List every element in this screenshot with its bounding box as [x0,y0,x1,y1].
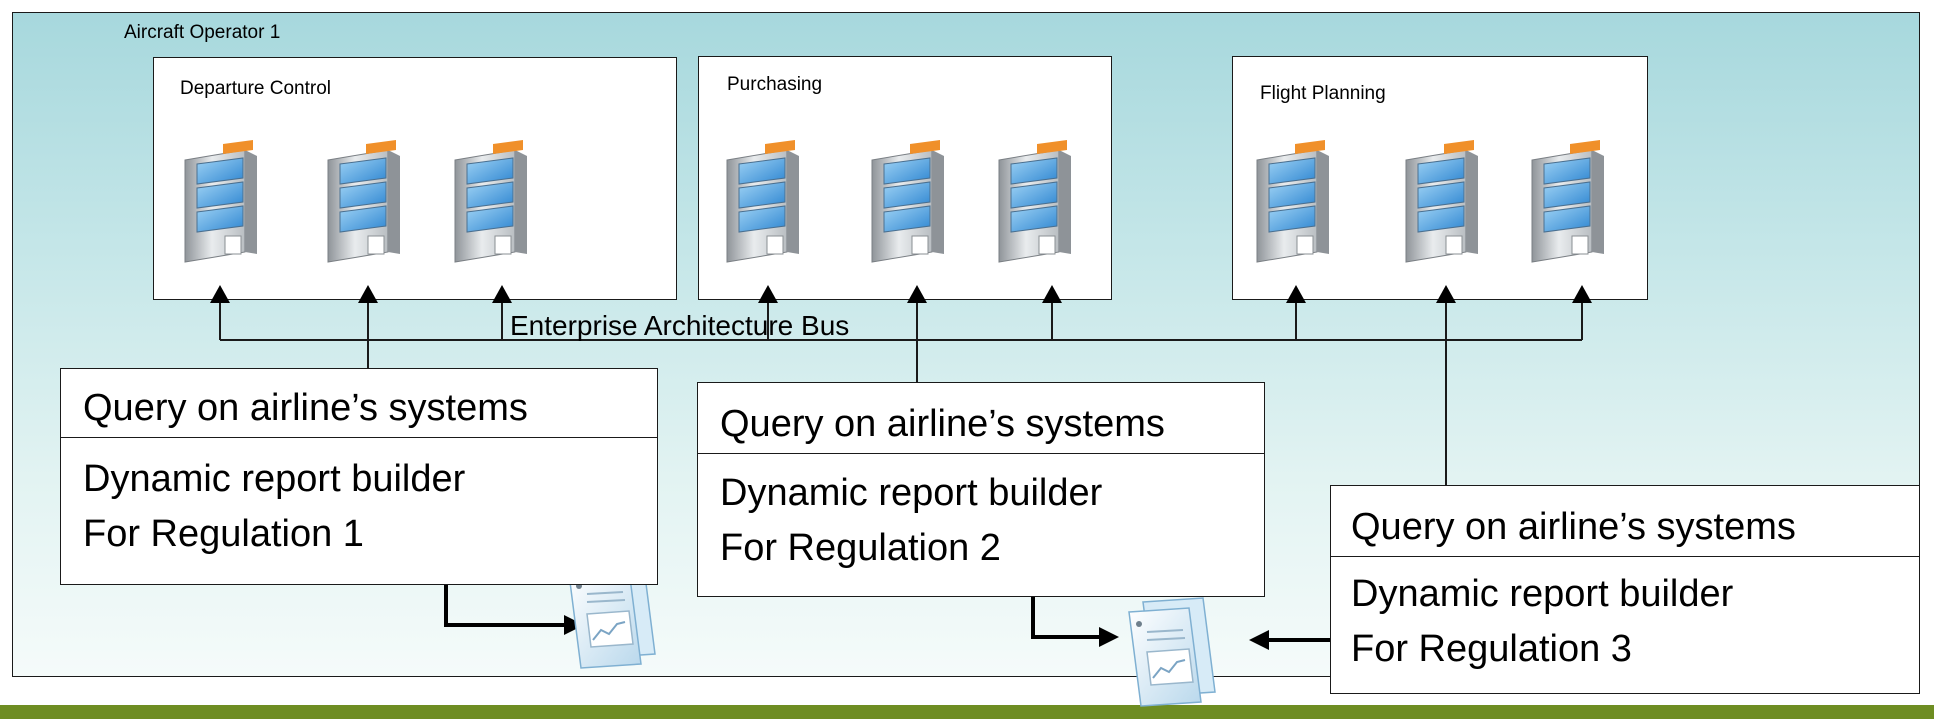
report-document-icon [1128,597,1216,707]
bus-label: Enterprise Architecture Bus [510,310,850,341]
report-builder-line1: Dynamic report builder [83,458,466,500]
query-text: Query on airline’s systems [83,387,528,429]
report-builder-box-2: Dynamic report builder For Regulation 2 [697,453,1265,597]
query-text: Query on airline’s systems [720,403,1165,445]
footer-bar [0,705,1934,719]
footer-divider [0,697,1934,705]
report-builder-box-1: Dynamic report builder For Regulation 1 [60,437,658,585]
report-builder-line2: For Regulation 2 [720,527,1001,569]
output-arrows [444,585,1330,642]
server-icon [871,139,945,263]
output-arrowheads [564,615,1269,650]
department-label: Purchasing [727,74,823,95]
department-label: Flight Planning [1260,83,1386,104]
report-builder-line2: For Regulation 3 [1351,628,1632,670]
report-builder-line1: Dynamic report builder [720,472,1103,514]
server-icon [726,139,800,263]
query-text: Query on airline’s systems [1351,506,1796,548]
arrowheads [210,285,1592,303]
server-icon [1405,139,1479,263]
server-icon [998,139,1072,263]
server-icon [1531,139,1605,263]
bus-line [219,300,1583,485]
report-builder-box-3: Dynamic report builder For Regulation 3 [1330,556,1920,694]
query-box-1: Query on airline’s systems [60,368,658,438]
server-icon [454,139,528,263]
query-box-3: Query on airline’s systems [1330,485,1920,557]
server-icon [184,139,258,263]
report-builder-line1: Dynamic report builder [1351,573,1734,615]
department-label: Departure Control [180,78,332,99]
query-box-2: Query on airline’s systems [697,382,1265,454]
operator-label: Aircraft Operator 1 [124,22,281,43]
server-icon [327,139,401,263]
report-builder-line2: For Regulation 1 [83,513,364,555]
server-icon [1256,139,1330,263]
